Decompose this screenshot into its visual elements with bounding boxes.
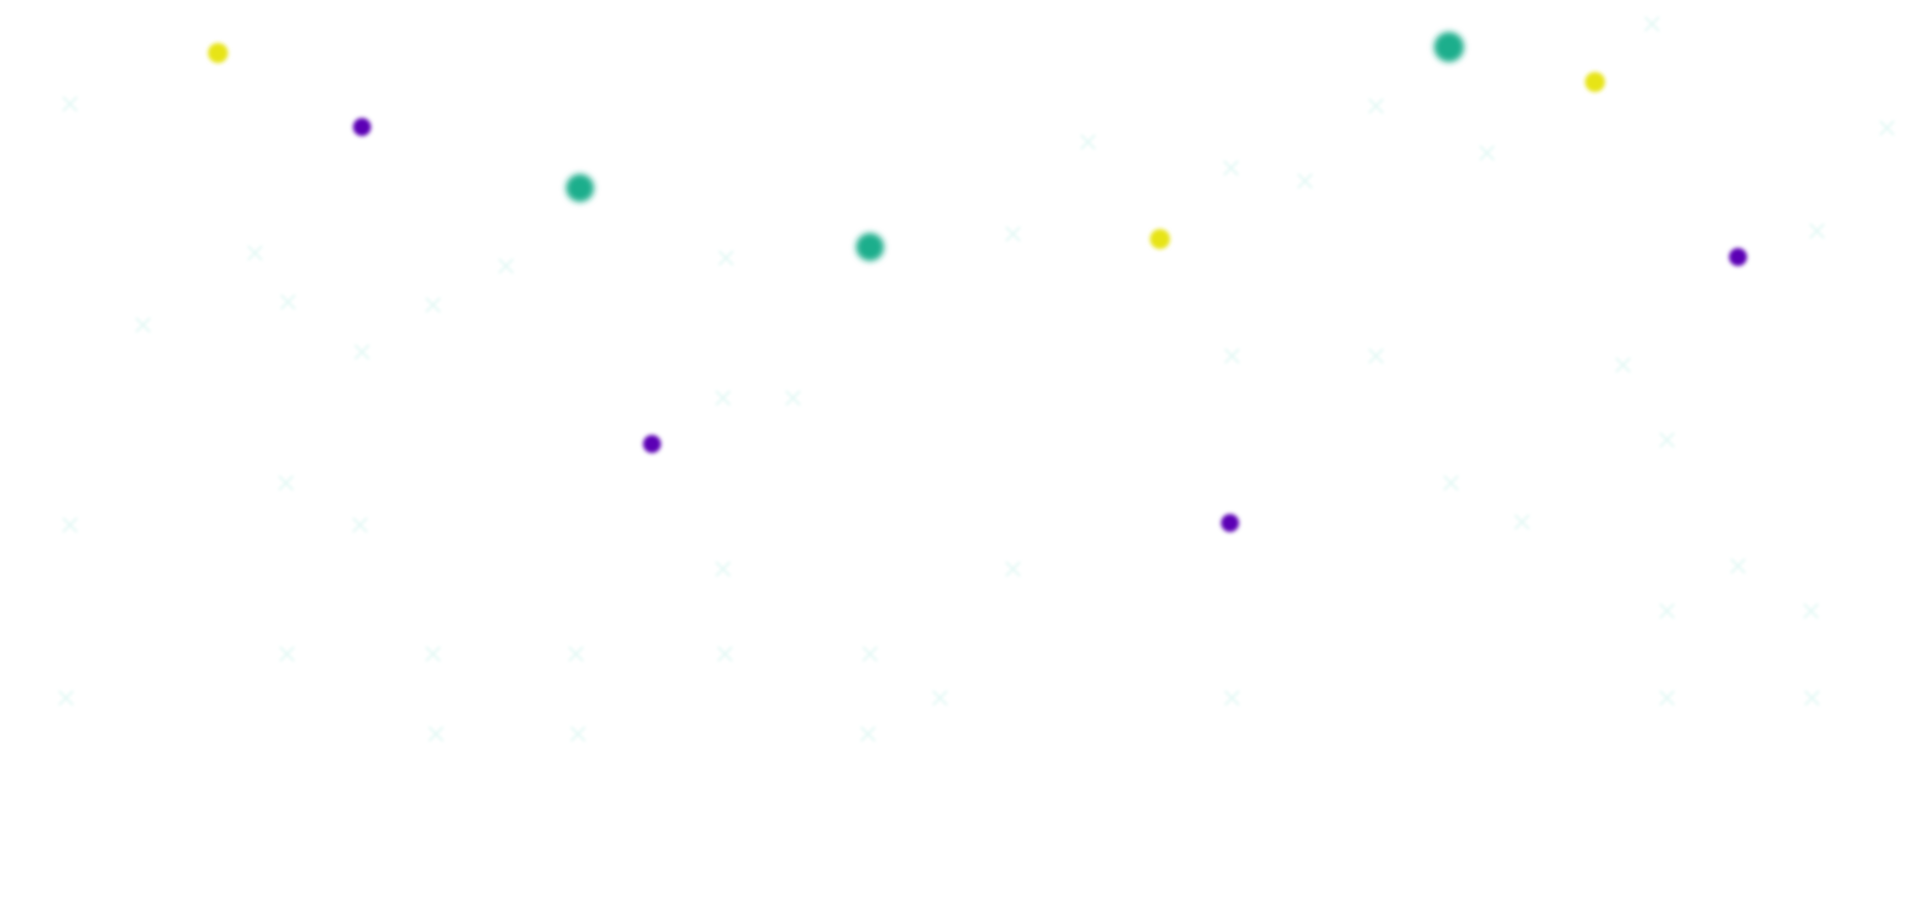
faint-cross-mark [425, 646, 441, 662]
faint-cross-mark [1804, 690, 1820, 706]
faint-cross-mark [278, 475, 294, 491]
faint-cross-mark [425, 297, 441, 313]
faint-cross-mark [860, 726, 876, 742]
yellow-dot [208, 43, 228, 63]
faint-cross-mark [570, 726, 586, 742]
faint-cross-mark [1479, 145, 1495, 161]
faint-cross-mark [718, 250, 734, 266]
faint-cross-mark [1615, 357, 1631, 373]
faint-cross-mark [279, 646, 295, 662]
faint-cross-mark [135, 317, 151, 333]
faint-cross-mark [498, 258, 514, 274]
faint-cross-mark [715, 561, 731, 577]
faint-cross-mark [62, 96, 78, 112]
faint-cross-mark [1644, 16, 1660, 32]
faint-cross-mark [1879, 120, 1895, 136]
teal-dot [856, 233, 884, 261]
faint-cross-mark [1224, 348, 1240, 364]
faint-cross-mark [352, 517, 368, 533]
faint-cross-mark [428, 726, 444, 742]
purple-dot [1221, 514, 1239, 532]
faint-cross-mark [715, 390, 731, 406]
faint-cross-mark [717, 646, 733, 662]
faint-cross-mark [1005, 226, 1021, 242]
faint-cross-mark [1803, 603, 1819, 619]
faint-cross-mark [1659, 432, 1675, 448]
faint-cross-mark [1368, 348, 1384, 364]
faint-cross-mark [58, 690, 74, 706]
faint-cross-mark [354, 344, 370, 360]
teal-dot [566, 174, 594, 202]
faint-cross-mark [1224, 690, 1240, 706]
faint-cross-mark [1297, 173, 1313, 189]
faint-cross-mark [568, 646, 584, 662]
purple-dot [353, 118, 371, 136]
faint-cross-mark [1809, 223, 1825, 239]
faint-cross-mark [862, 646, 878, 662]
faint-cross-mark [1730, 558, 1746, 574]
faint-cross-mark [247, 245, 263, 261]
faint-cross-mark [785, 390, 801, 406]
faint-cross-mark [1368, 98, 1384, 114]
faint-cross-mark [280, 294, 296, 310]
yellow-dot [1150, 229, 1170, 249]
faint-cross-mark [1080, 134, 1096, 150]
dots-layer [208, 32, 1747, 532]
faint-cross-mark [1443, 475, 1459, 491]
faint-cross-mark [1223, 160, 1239, 176]
faint-cross-mark [1659, 690, 1675, 706]
faint-marks-layer [58, 16, 1895, 742]
yellow-dot [1585, 72, 1605, 92]
faint-cross-mark [1514, 514, 1530, 530]
faint-cross-mark [1005, 561, 1021, 577]
purple-dot [1729, 248, 1747, 266]
faint-cross-mark [62, 517, 78, 533]
teal-dot [1434, 32, 1464, 62]
faint-cross-mark [1659, 603, 1675, 619]
faint-cross-mark [932, 690, 948, 706]
purple-dot [643, 435, 661, 453]
